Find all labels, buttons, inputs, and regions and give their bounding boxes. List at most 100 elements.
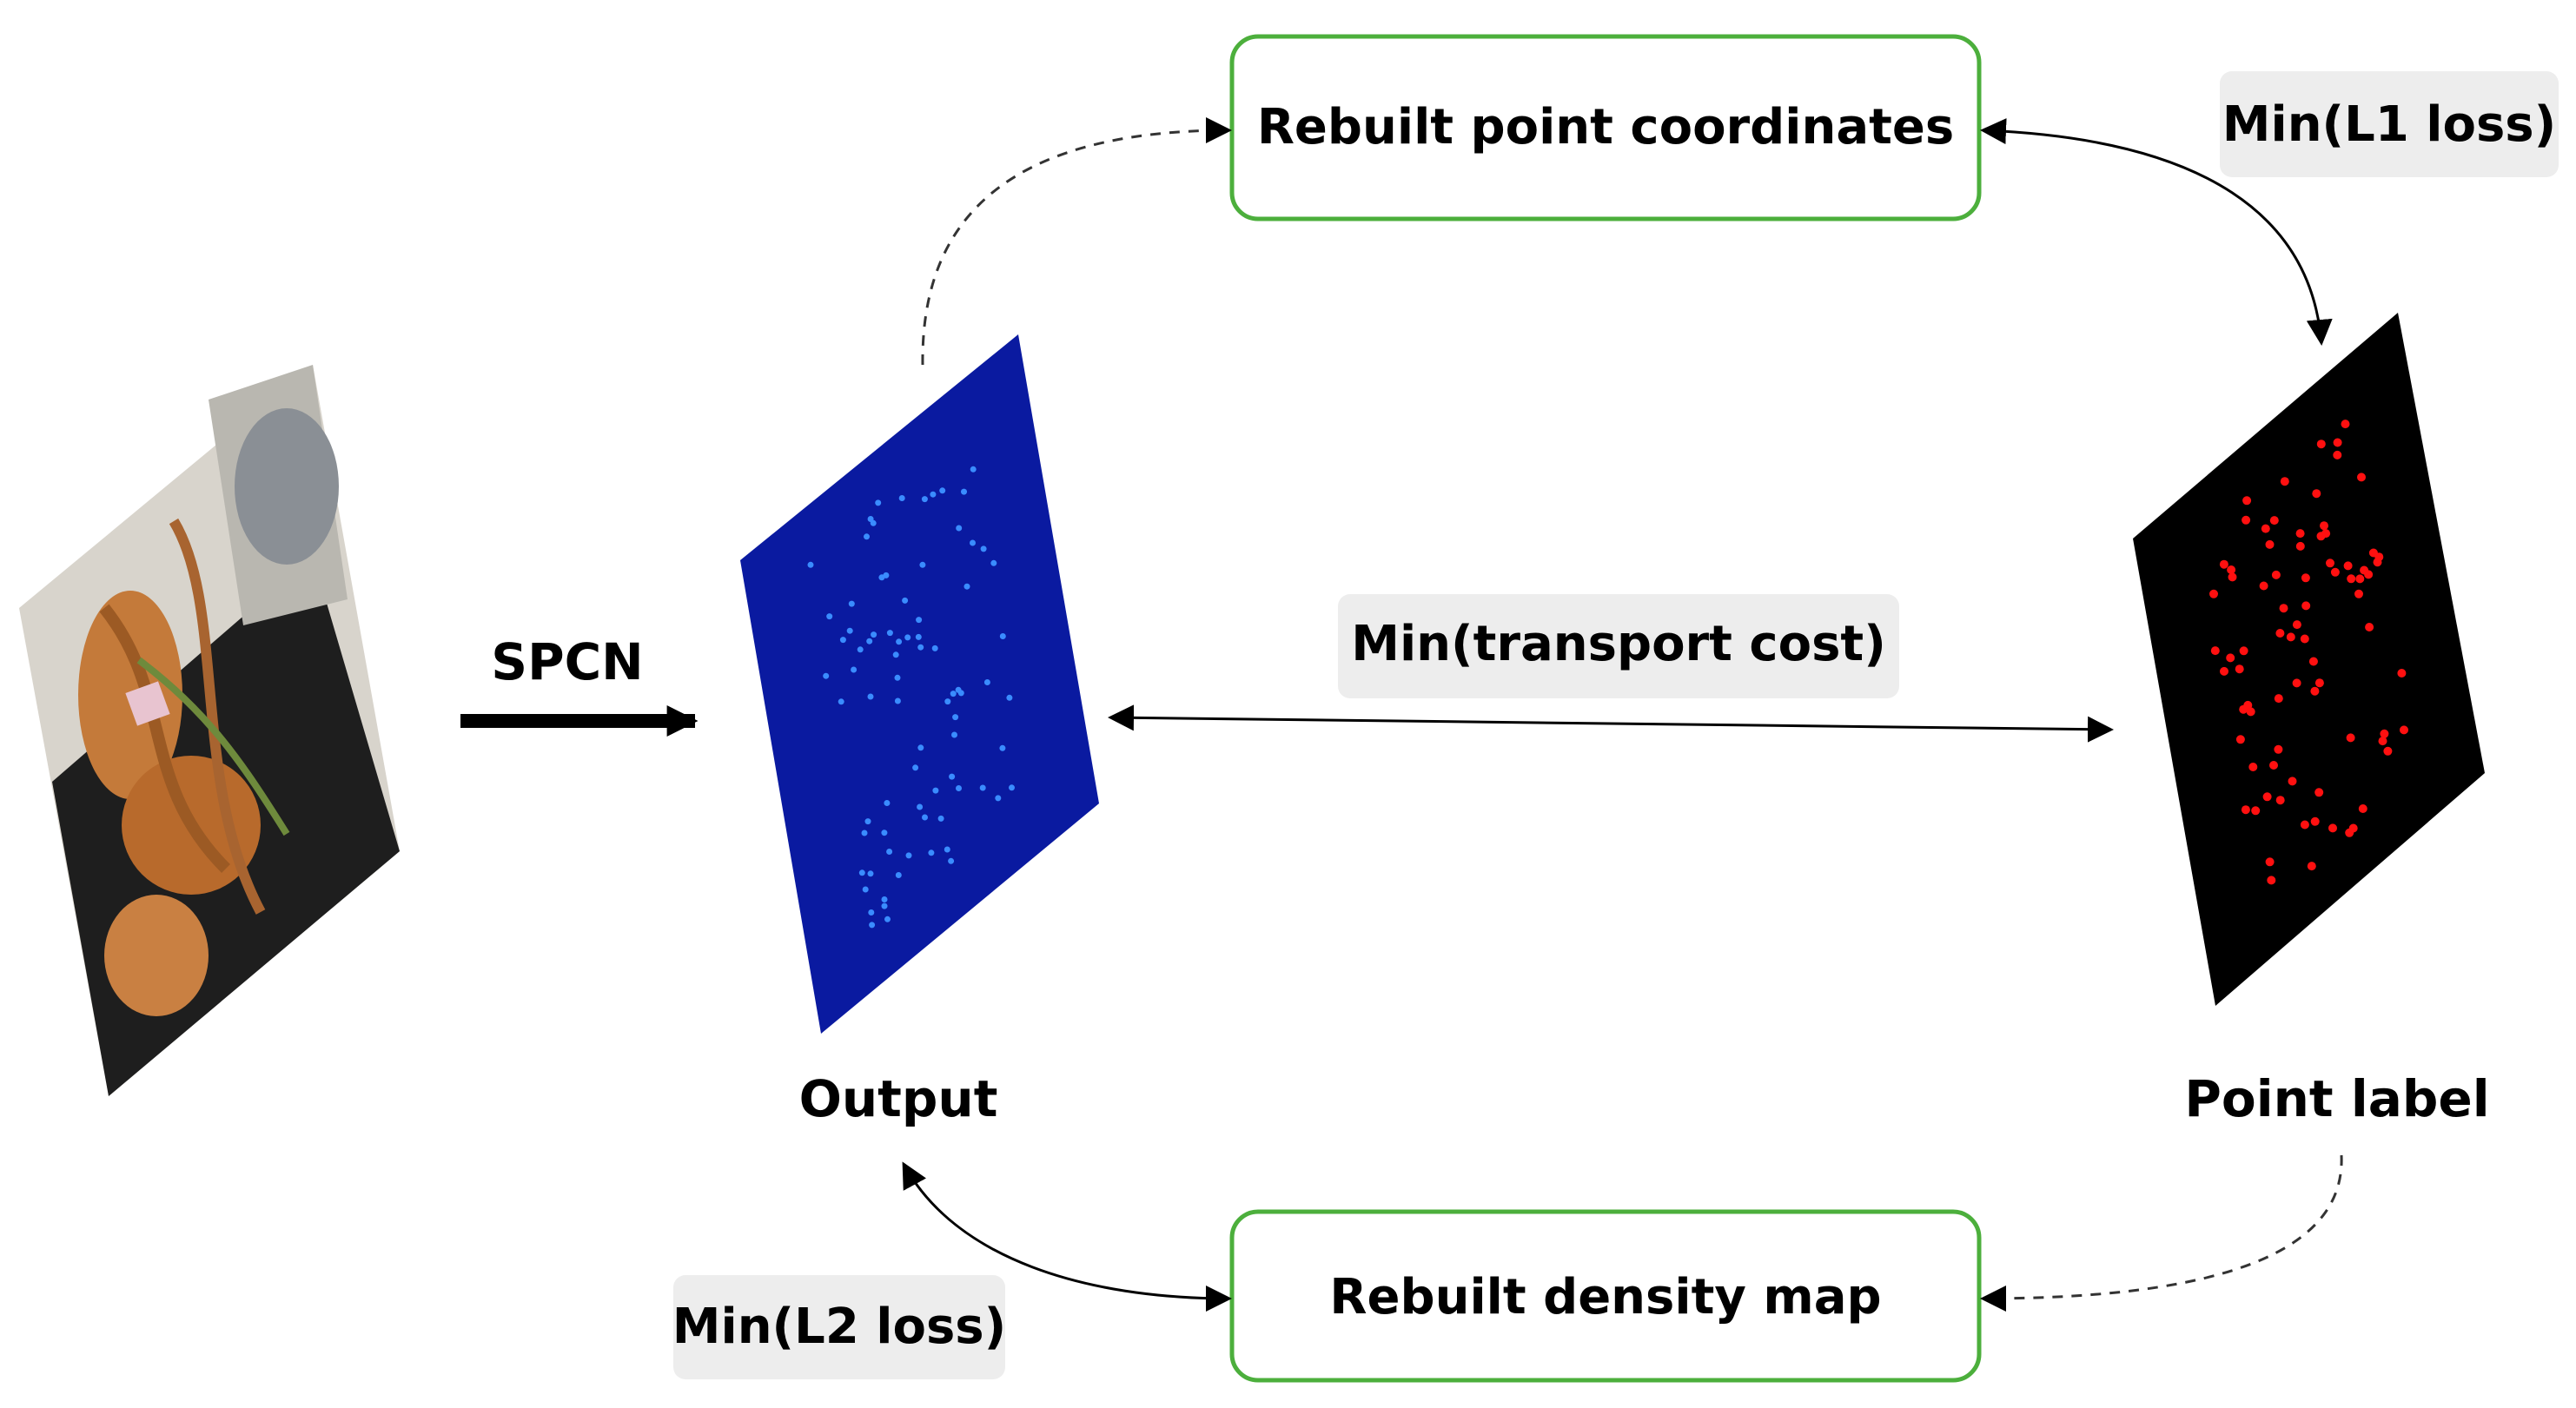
map-dot <box>961 488 967 495</box>
map-dot <box>949 773 956 780</box>
map-dot <box>2354 589 2363 598</box>
map-dot <box>999 744 1006 751</box>
map-dot <box>2314 788 2324 797</box>
map-dot <box>2274 744 2283 754</box>
map-dot <box>2259 581 2268 591</box>
input-image <box>19 365 400 1096</box>
map-dot <box>2295 541 2305 551</box>
map-dot <box>2330 567 2340 577</box>
map-dot <box>2358 804 2367 813</box>
map-dot <box>2286 632 2295 642</box>
map-dot <box>2300 634 2309 644</box>
map-dot <box>2378 737 2387 746</box>
map-dot <box>951 731 957 738</box>
map-dot <box>2320 521 2328 531</box>
min-l2-loss-text: Min(L2 loss) <box>672 1299 1006 1355</box>
map-dot <box>2380 729 2389 738</box>
map-dot <box>858 869 865 876</box>
map-dot <box>857 646 864 653</box>
map-dot <box>2228 572 2237 582</box>
map-dot <box>826 613 833 620</box>
map-dot <box>990 559 997 566</box>
map-dot <box>2341 420 2350 429</box>
map-dot <box>2365 623 2374 631</box>
map-dot <box>2346 733 2355 743</box>
map-dot <box>881 896 888 902</box>
map-dot <box>2310 686 2320 696</box>
map-dot <box>838 698 844 705</box>
min-transport-cost-chip: Min(transport cost) <box>1338 594 1899 698</box>
map-dot <box>980 545 987 552</box>
map-dot <box>884 800 891 806</box>
map-dot <box>2301 573 2310 583</box>
map-dot <box>823 672 830 679</box>
map-dot <box>894 674 901 681</box>
output-to-points-dashed-arrow <box>921 117 1232 366</box>
map-dot <box>864 533 870 540</box>
map-dot <box>867 516 874 522</box>
label-dots <box>2209 420 2408 885</box>
map-dot <box>846 627 853 634</box>
map-dot <box>2355 574 2365 584</box>
map-dot <box>930 491 937 498</box>
map-dot <box>848 600 855 607</box>
map-dot <box>955 686 962 693</box>
map-dot <box>894 697 901 704</box>
rebuilt-point-coordinates-text: Rebuilt point coordinates <box>1257 99 1954 155</box>
map-dot <box>2271 570 2281 579</box>
map-dot <box>999 633 1006 639</box>
map-dot <box>875 499 882 506</box>
map-dot <box>939 487 946 494</box>
map-dot <box>944 698 951 705</box>
map-dot <box>881 830 888 836</box>
min-l1-loss-text: Min(L1 loss) <box>2222 96 2556 153</box>
map-dot <box>2265 539 2275 549</box>
map-dot <box>2239 704 2248 714</box>
map-dot <box>2265 857 2275 867</box>
map-dot <box>905 852 912 859</box>
map-dot <box>2288 777 2297 786</box>
map-dot <box>2220 666 2228 676</box>
map-dot <box>898 495 905 501</box>
map-dot <box>995 795 1002 802</box>
map-dot <box>970 539 976 546</box>
map-dot <box>2292 678 2301 688</box>
map-dot <box>2261 524 2270 533</box>
map-dot <box>2292 620 2301 630</box>
map-dot <box>932 787 939 794</box>
map-dot <box>883 572 890 578</box>
map-dot <box>2235 664 2244 674</box>
map-dot <box>2262 792 2272 802</box>
map-dot <box>884 916 891 922</box>
map-dot <box>2235 735 2245 744</box>
map-dot <box>2347 574 2356 584</box>
map-dot <box>851 666 858 673</box>
map-dot <box>869 922 876 929</box>
map-dot <box>931 645 938 651</box>
map-dot <box>2248 763 2258 771</box>
map-dot <box>896 638 903 645</box>
map-dot <box>2275 796 2285 805</box>
map-dot <box>979 784 986 791</box>
map-dot <box>807 561 814 568</box>
map-dot <box>2343 561 2353 571</box>
map-dot <box>2368 548 2378 558</box>
output-dots <box>807 466 1015 929</box>
l1-loss-double-arrow <box>1980 118 2333 346</box>
map-dot <box>2364 570 2374 579</box>
l2-loss-double-arrow <box>902 1161 1232 1312</box>
output-map <box>740 334 1099 1034</box>
map-dot <box>2312 489 2321 499</box>
rebuilt-density-map-text: Rebuilt density map <box>1329 1269 1881 1325</box>
map-dot <box>2310 816 2320 826</box>
rebuilt-point-coordinates-box: Rebuilt point coordinates <box>1229 34 1982 221</box>
map-dot <box>2219 559 2228 569</box>
map-dot <box>964 583 970 590</box>
map-dot <box>916 617 923 624</box>
map-dot <box>2400 725 2408 735</box>
map-dot <box>902 597 909 604</box>
map-dot <box>2348 823 2358 833</box>
map-dot <box>2239 646 2248 656</box>
map-dot <box>2383 746 2393 756</box>
